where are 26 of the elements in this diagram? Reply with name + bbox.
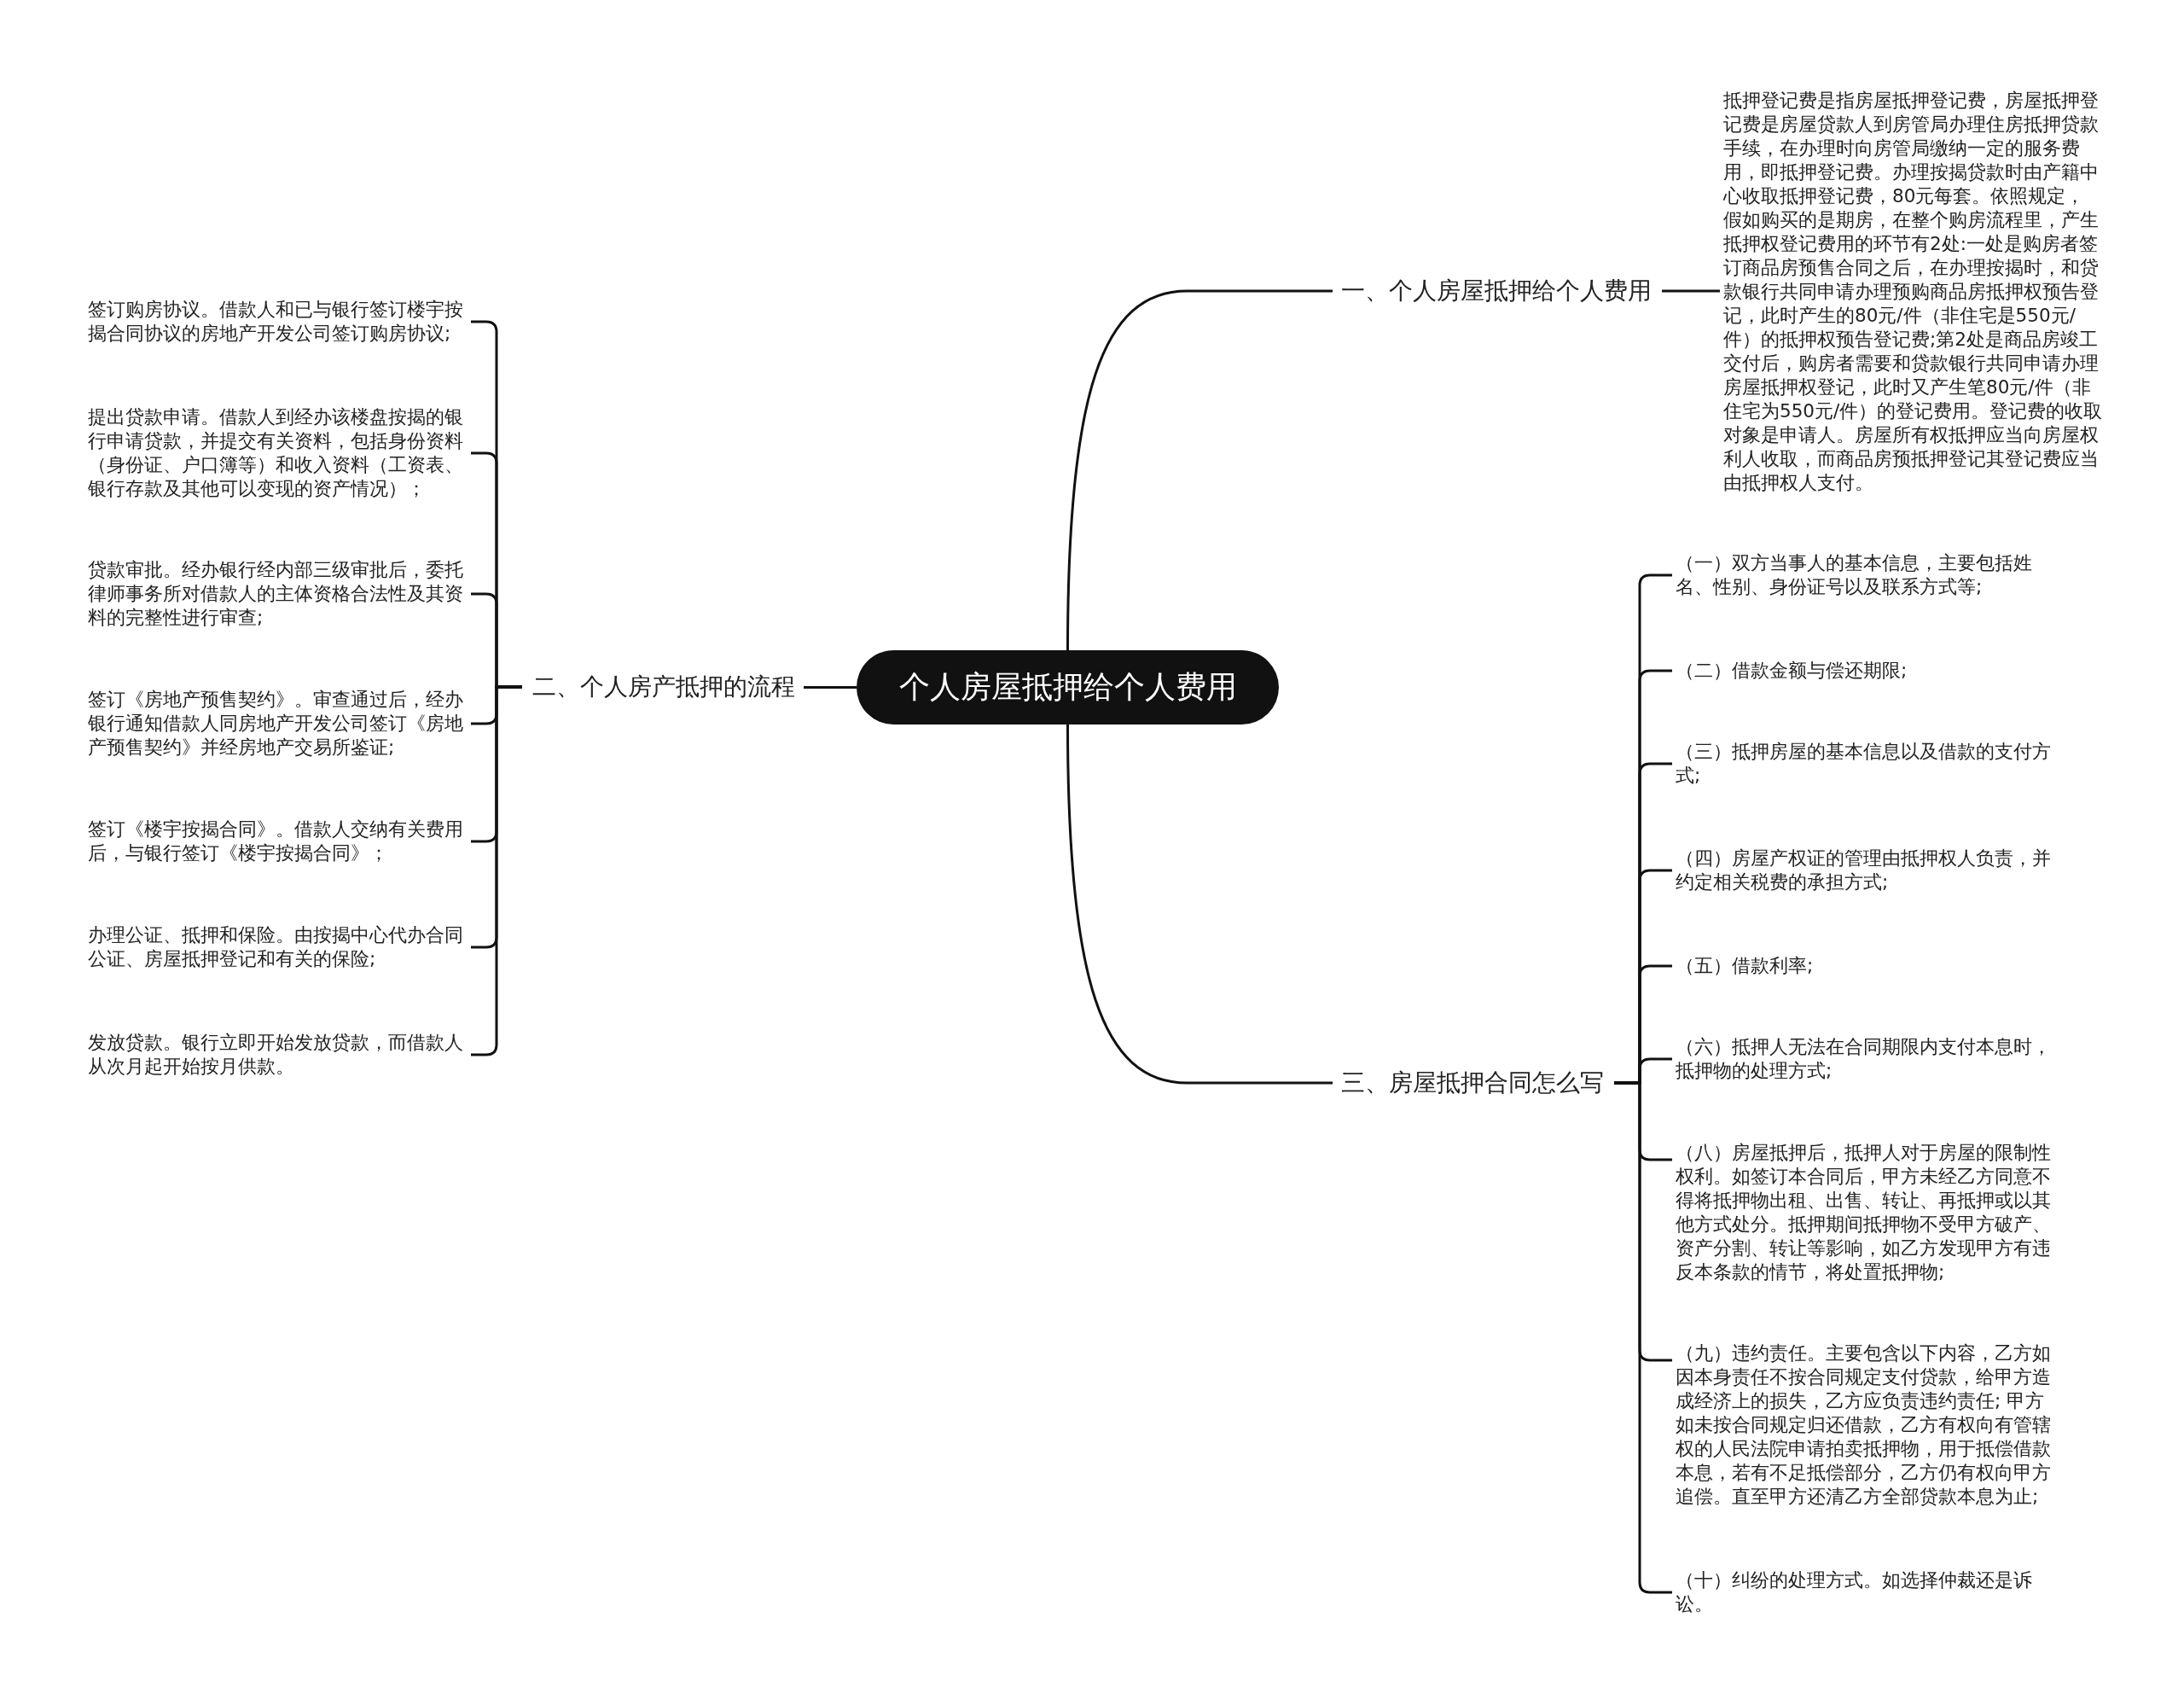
- topic-text: （四）房屋产权证的管理由抵押权人负责，并约定相关税费的承担方式;: [1676, 847, 2055, 894]
- connector-line: [1066, 289, 1333, 650]
- connector-line: [1662, 289, 1720, 293]
- connector-line: [804, 686, 857, 689]
- topic-text: （三）抵押房屋的基本信息以及借款的支付方式;: [1676, 740, 2055, 788]
- topic-text: （十）纠纷的处理方式。如选择仲裁还是诉讼。: [1676, 1568, 2055, 1616]
- topic-text: （八）房屋抵押后，抵押人对于房屋的限制性权利。如签订本合同后，甲方未经乙方同意不得将抵押物出租、出售、转让、再抵押或以其他方式处分。抵押期间抵押物不受甲方破产、资产分割、转让等影响，如乙方发现甲方有违反本条款的情节，将处置抵押物;: [1676, 1141, 2055, 1284]
- topic-text: 发放贷款。银行立即开始发放贷款，而借款人从次月起开始按月供款。: [88, 1031, 468, 1079]
- topic-text: 贷款审批。经办银行经内部三级审批后，委托律师事务所对借款人的主体资格合法性及其资料的完整性进行审查;: [88, 558, 468, 630]
- connector-line: [1066, 724, 1333, 1085]
- topic-text: （二）借款金额与偿还期限;: [1676, 659, 2055, 683]
- branch-topic: 二、个人房产抵押的流程: [532, 671, 795, 703]
- topic-text: （九）违约责任。主要包含以下内容，乙方如因本身责任不按合同规定支付贷款，给甲方造成经济上的损失，乙方应负责违约责任; 甲方如未按合同规定归还借款，乙方有权向有管辖权的人民法院申请拍卖抵押物，用于抵偿借款本息，若有不足抵偿部分，乙方仍有权向甲方追偿。直至甲方还清乙方全部贷款本息为止;: [1676, 1341, 2055, 1509]
- topic-text: 提出贷款申请。借款人到经办该楼盘按揭的银行申请贷款，并提交有关资料，包括身份资料（身份证、户口簿等）和收入资料（工资表、银行存款及其他可以变现的资产情况）；: [88, 405, 468, 501]
- topic-text: 抵押登记费是指房屋抵押登记费，房屋抵押登记费是房屋贷款人到房管局办理住房抵押贷款手续，在办理时向房管局缴纳一定的服务费用，即抵押登记费。办理按揭贷款时由产籍中心收取抵押登记费，80元每套。依照规定，假如购买的是期房，在整个购房流程里，产生抵押权登记费用的环节有2处:一处是购房者签订商品房预售合同之后，在办理按揭时，和贷款银行共同申请办理预购商品房抵押权预告登记，此时产生的80元/件（非住宅是550元/件）的抵押权预告登记费;第2处是商品房竣工交付后，购房者需要和贷款银行共同申请办理房屋抵押权登记，此时又产生笔80元/件（非住宅为550元/件）的登记费用。登记费的收取对象是申请人。房屋所有权抵押应当向房屋权利人收取，而商品房预抵押登记其登记费应当由抵押权人支付。: [1723, 89, 2103, 495]
- branch-topic: 一、个人房屋抵押给个人费用: [1341, 275, 1652, 307]
- topic-text: （五）借款利率;: [1676, 954, 2055, 978]
- topic-text: 签订《房地产预售契约》。审查通过后，经办银行通知借款人同房地产开发公司签订《房地产预售契约》并经房地产交易所鉴证;: [88, 688, 468, 759]
- topic-text: （一）双方当事人的基本信息，主要包括姓名、性别、身份证号以及联系方式等;: [1676, 551, 2055, 599]
- connector-line: [1614, 1081, 1672, 1594]
- topic-text: （六）抵押人无法在合同期限内支付本息时，抵押物的处理方式;: [1676, 1035, 2055, 1083]
- branch-topic: 三、房屋抵押合同怎么写: [1341, 1067, 1604, 1099]
- topic-text: 办理公证、抵押和保险。由按揭中心代办合同公证、房屋抵押登记和有关的保险;: [88, 923, 468, 971]
- topic-text: 签订《楼宇按揭合同》。借款人交纳有关费用后，与银行签订《楼宇按揭合同》；: [88, 818, 468, 865]
- central-topic: 个人房屋抵押给个人费用: [857, 650, 1279, 724]
- topic-text: 签订购房协议。借款人和已与银行签订楼宇按揭合同协议的房地产开发公司签订购房协议;: [88, 298, 468, 346]
